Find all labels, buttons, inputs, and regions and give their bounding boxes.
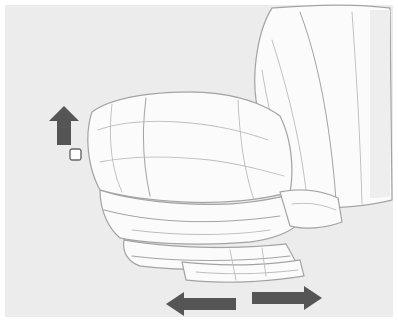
height-adjust-lever [70,149,81,160]
seat-cushion [88,92,292,203]
